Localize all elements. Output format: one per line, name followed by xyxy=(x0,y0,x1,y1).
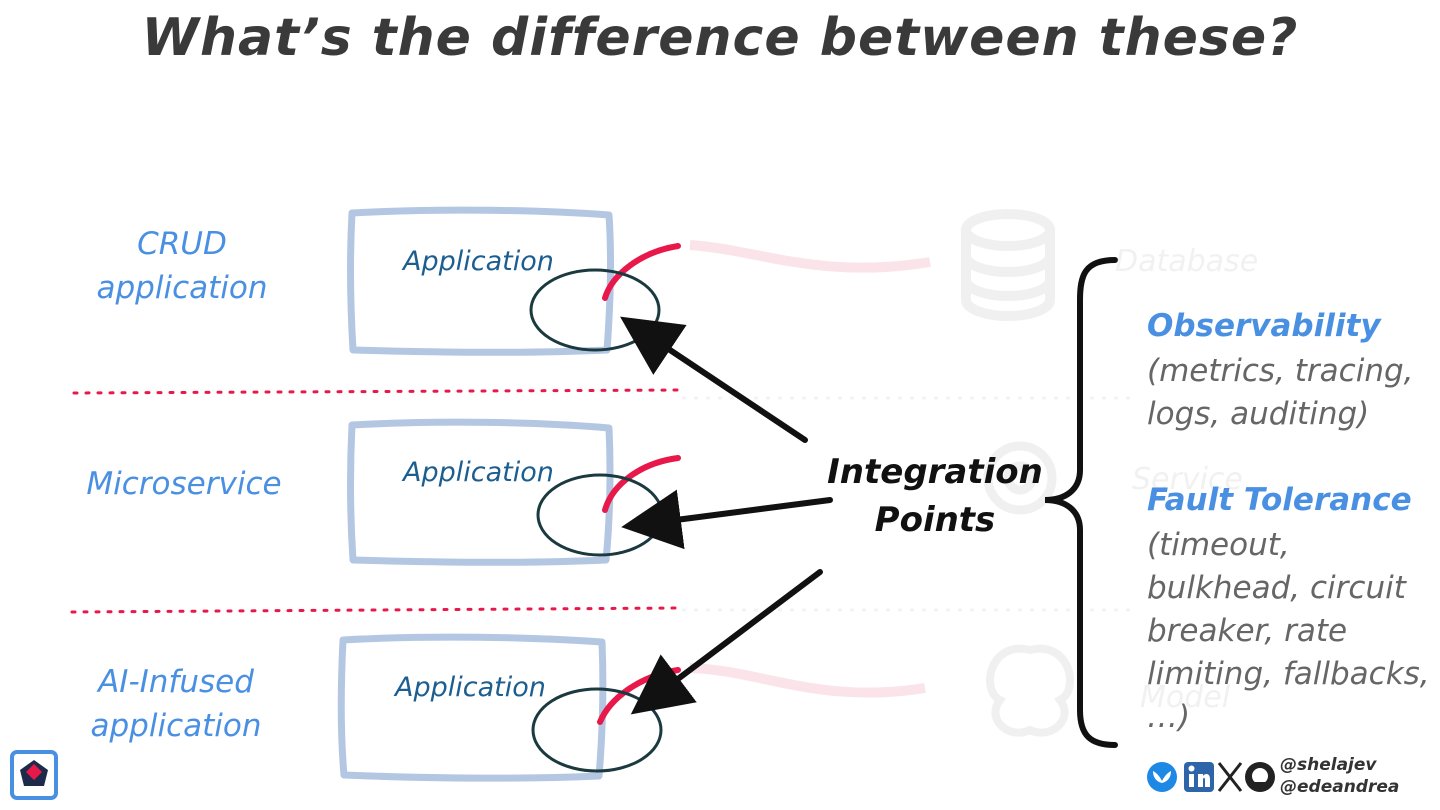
curly-brace xyxy=(1044,257,1118,748)
observability-heading: Observability xyxy=(1147,308,1381,344)
bluesky-icon xyxy=(1147,762,1177,792)
row-label-crud: CRUD application xyxy=(52,222,312,310)
arrow-to-ai xyxy=(630,569,823,715)
integration-points-line2: Points xyxy=(874,500,996,540)
integration-ellipse-ai xyxy=(531,687,663,773)
observability-line2: logs, auditing) xyxy=(1147,396,1370,432)
arrow-to-crud xyxy=(620,316,808,443)
row-label-ai: AI-Infused application xyxy=(46,660,306,748)
app-label-crud: Application xyxy=(403,246,554,277)
fault-tolerance-line1: (timeout, xyxy=(1147,527,1290,563)
row-label-ai-line2: application xyxy=(90,708,262,744)
app-box-ai xyxy=(337,633,607,782)
integration-ellipse-microservice xyxy=(536,473,664,557)
row-label-ai-line1: AI-Infused xyxy=(98,664,254,700)
ghost-brain-icon xyxy=(986,644,1074,737)
observability-line1: (metrics, tracing, xyxy=(1147,353,1414,389)
handle-shelajev[interactable]: @shelajev xyxy=(1280,755,1377,775)
handle-edeandrea[interactable]: @edeandrea xyxy=(1280,777,1400,797)
ghost-label-service: Service xyxy=(1132,462,1243,497)
linkedin-icon xyxy=(1184,762,1214,792)
fault-tolerance-line5: …) xyxy=(1147,699,1191,735)
app-label-ai: Application xyxy=(395,672,546,703)
github-icon xyxy=(1245,762,1275,792)
red-connector-crud xyxy=(602,243,681,301)
integration-points-line1: Integration xyxy=(827,452,1043,492)
app-box-microservice xyxy=(347,418,614,566)
separator-bottom xyxy=(70,606,682,614)
x-twitter-icon xyxy=(1217,762,1243,792)
row-label-microservice: Microservice xyxy=(54,462,314,506)
row-label-microservice-line1: Microservice xyxy=(86,466,282,502)
app-label-microservice: Application xyxy=(403,457,554,488)
integration-points-label: Integration Points xyxy=(820,448,1050,544)
observability-details: (metrics, tracing, logs, auditing) xyxy=(1147,350,1414,436)
fault-tolerance-heading: Fault Tolerance xyxy=(1147,482,1412,518)
red-connector-microservice xyxy=(602,455,681,513)
ghost-gear-icon xyxy=(983,441,1057,515)
fault-tolerance-line3: breaker, rate xyxy=(1147,613,1348,649)
ghost-label-database: Database xyxy=(1115,244,1259,279)
separator-top xyxy=(72,388,684,395)
app-box-crud xyxy=(347,206,614,356)
social-handles: @shelajev @edeandrea xyxy=(1280,754,1399,798)
app-logo-icon xyxy=(10,750,58,800)
row-label-crud-line2: application xyxy=(96,270,268,306)
fault-tolerance-line2: bulkhead, circuit xyxy=(1147,570,1406,606)
page-title: What’s the difference between these? xyxy=(141,8,1299,68)
ghost-label-model: Model xyxy=(1140,680,1231,715)
fault-tolerance-details: (timeout, bulkhead, circuit breaker, rat… xyxy=(1147,524,1430,739)
integration-ellipse-crud xyxy=(529,268,661,352)
row-label-crud-line1: CRUD xyxy=(137,226,227,262)
ghost-arrow-bottom xyxy=(689,663,926,698)
red-connector-ai xyxy=(597,667,681,725)
ghost-database-icon xyxy=(961,209,1055,321)
ghost-arrow-top xyxy=(689,240,931,273)
arrow-to-microservice xyxy=(621,489,833,550)
fault-tolerance-line4: limiting, fallbacks, xyxy=(1147,656,1430,692)
